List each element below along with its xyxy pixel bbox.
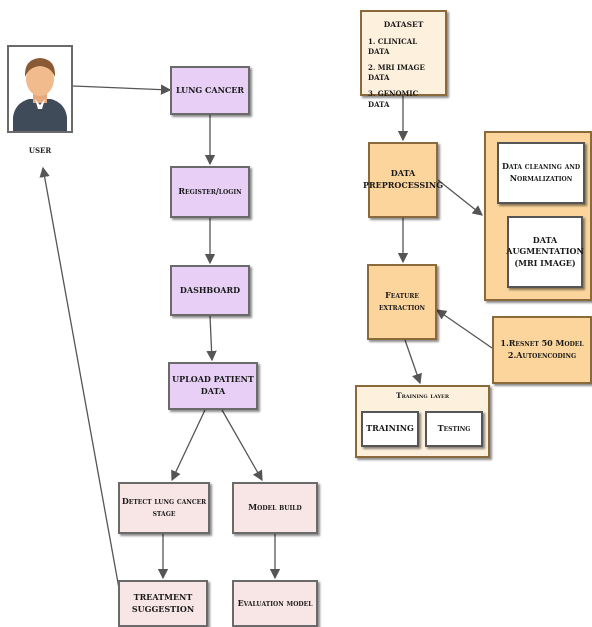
arrow-upload-to-model-build — [221, 409, 263, 482]
arrow-treatment-to-user — [39, 166, 123, 606]
treatment-suggestion-node: TREATMENT SUGGESTION — [118, 580, 208, 627]
dataset-title: DATASET — [383, 20, 424, 29]
training-layer-title: Training layer — [396, 391, 449, 400]
arrow-feature-to-training — [404, 339, 422, 385]
testing-node: Testing — [425, 411, 483, 447]
detect-stage-node: Detect lung cancer stage — [118, 482, 210, 534]
dataset-item: 1. CLINICAL DATA — [368, 36, 418, 57]
dataset-item: 3. GENOMIC DATA — [368, 89, 419, 109]
model-build-node: Model build — [232, 482, 318, 534]
training-node: TRAINING — [361, 411, 419, 447]
arrow-user-to-lung-cancer — [72, 84, 172, 95]
user-avatar-icon — [7, 45, 73, 133]
evaluation-model-node: Evaluation model — [232, 580, 318, 627]
arrow-models-to-feature — [435, 309, 493, 349]
data-preprocessing-node: DATA PREPROCESSING — [363, 142, 443, 218]
cleaning-normalization-node: Data cleaning and Normalization — [497, 142, 585, 204]
model-item: 1.Resnet 50 Model — [500, 338, 584, 349]
lung-cancer-node: LUNG CANCER — [170, 66, 250, 115]
dataset-item: 2. MRI IMAGE DATA — [368, 63, 425, 83]
feature-extraction-node: Feature extraction — [367, 264, 437, 340]
register-login-node: Register/login — [170, 166, 250, 218]
user-label: USER — [28, 146, 52, 155]
arrow-dashboard-to-upload — [206, 315, 217, 362]
model-item: 2.Autoencoding — [507, 350, 577, 360]
augmentation-node: DATA AUGMENTATION (MRI IMAGE) — [506, 216, 584, 288]
dataset-node: DATASET 1. CLINICAL DATA 2. MRI IMAGE DA… — [360, 10, 447, 109]
models-node: 1.Resnet 50 Model 2.Autoencoding — [492, 316, 592, 384]
dashboard-node: DASHBOARD — [170, 265, 250, 316]
arrow-preprocessing-to-cleaning — [437, 179, 484, 216]
arrow-upload-to-detect — [171, 409, 206, 482]
training-layer-node: Training layer TRAINING Testing — [355, 385, 490, 458]
upload-patient-data-node: UPLOAD PATIENT DATA — [168, 362, 258, 410]
